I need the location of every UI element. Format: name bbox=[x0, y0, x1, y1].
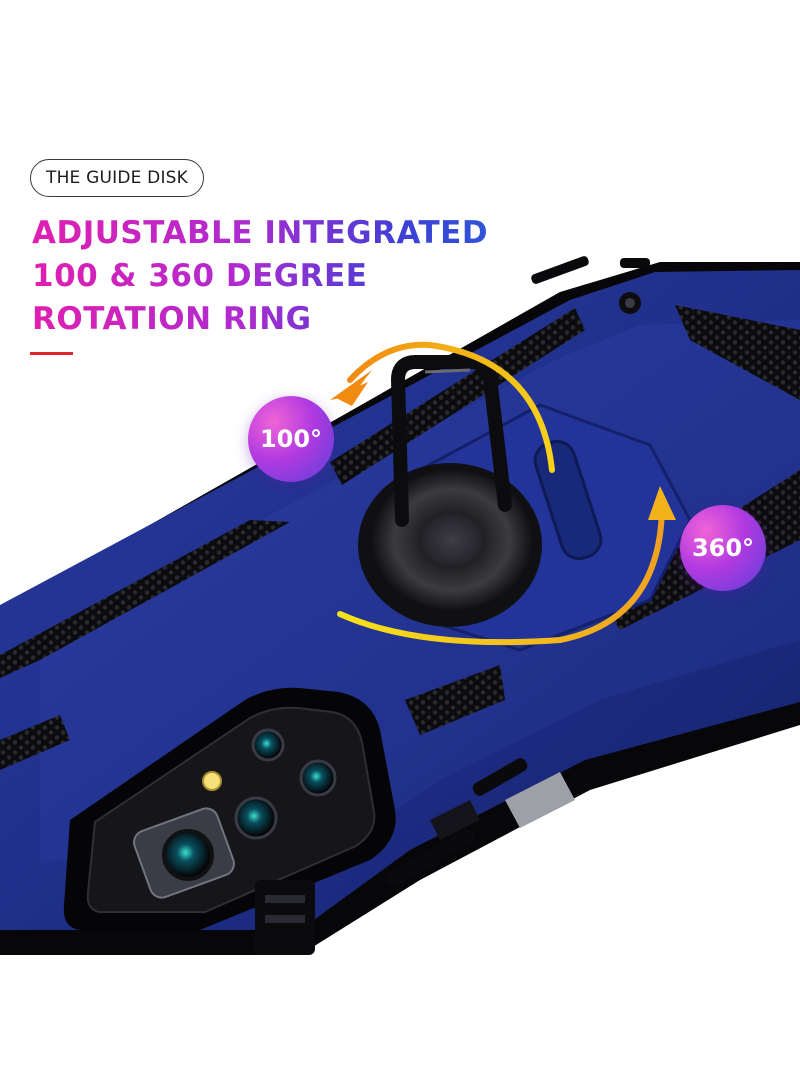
headline-line-1: ADJUSTABLE INTEGRATED bbox=[32, 215, 489, 251]
headline-line-3: ROTATION RING bbox=[32, 301, 312, 337]
accent-underline bbox=[30, 352, 73, 355]
headline-line-2: 100 & 360 DEGREE bbox=[32, 258, 368, 294]
angle-badge-100: 100° bbox=[248, 396, 334, 482]
guide-tag: THE GUIDE DISK bbox=[30, 159, 204, 197]
headline: ADJUSTABLE INTEGRATED 100 & 360 DEGREE R… bbox=[32, 212, 492, 341]
angle-badge-360: 360° bbox=[680, 505, 766, 591]
